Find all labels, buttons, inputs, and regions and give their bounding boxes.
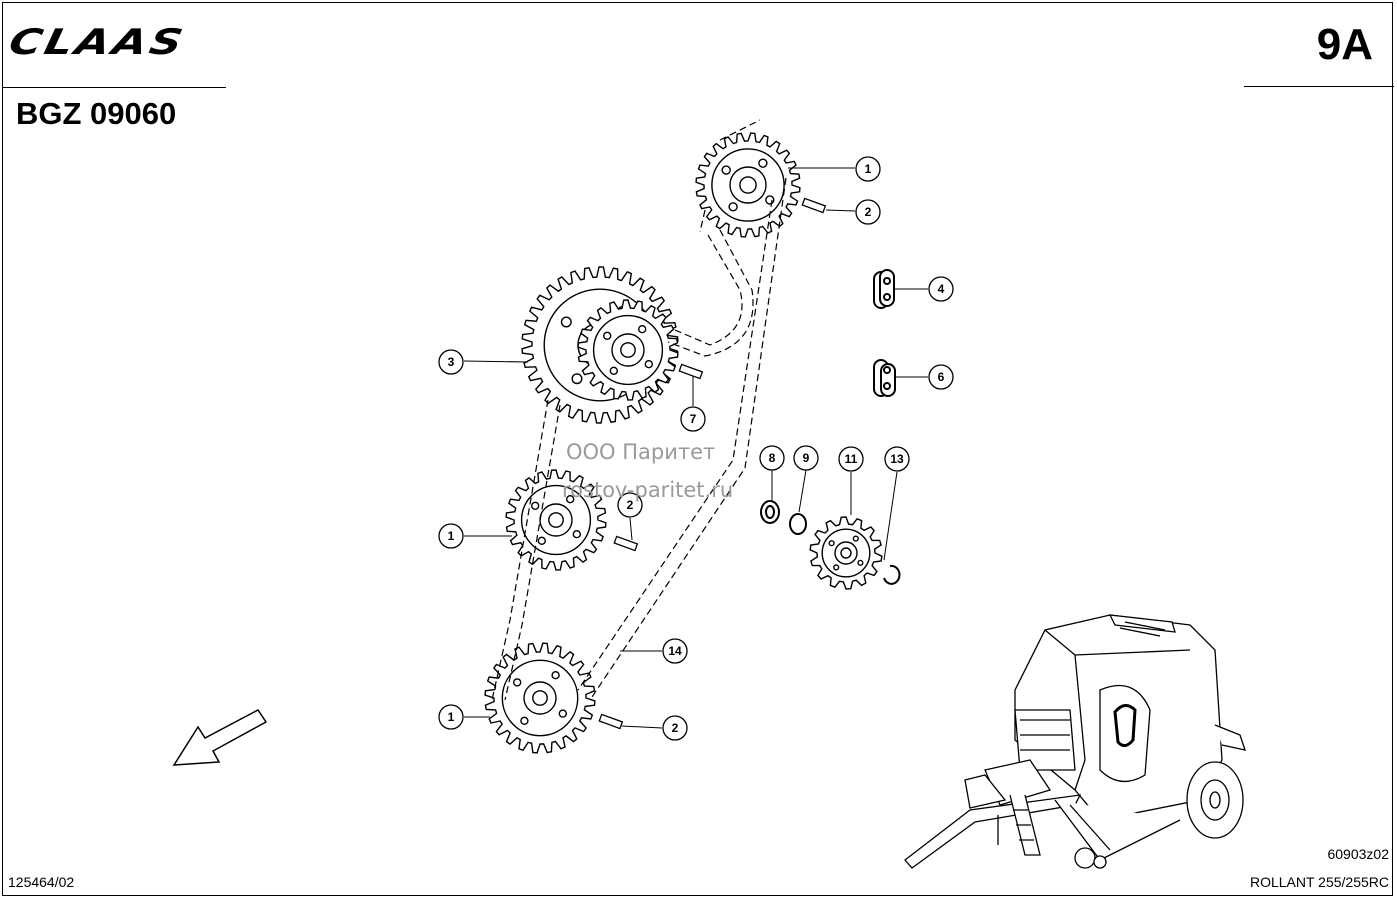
callout-label: 1 <box>448 710 455 724</box>
drive-chain <box>491 119 787 701</box>
callout-label: 2 <box>865 205 872 219</box>
callout-c3: 3 <box>438 349 464 375</box>
callout-c9: 9 <box>793 445 819 471</box>
sprocket-1-bottom <box>484 642 596 754</box>
key-pins <box>598 197 827 730</box>
watermark-url: rostov-paritet.ru <box>562 478 734 502</box>
callout-label: 3 <box>448 355 455 369</box>
callout-c11: 11 <box>838 446 864 472</box>
connecting-link-4 <box>873 269 895 309</box>
callout-label: 14 <box>668 644 682 658</box>
callout-label: 13 <box>890 452 904 466</box>
callout-c1b: 1 <box>438 523 464 549</box>
callout-c7: 7 <box>680 406 706 432</box>
callout-c14: 14 <box>662 638 688 664</box>
leader-lines <box>463 167 928 729</box>
callout-c1a: 1 <box>855 156 881 182</box>
washer-8 <box>760 500 780 524</box>
callout-c2b: 2 <box>617 492 643 518</box>
drawing-code: 60903z02 <box>1327 846 1389 862</box>
callout-c13: 13 <box>884 446 910 472</box>
key-pin-2-bottom <box>598 713 624 730</box>
model-code: BGZ 09060 <box>16 96 177 131</box>
offset-link-6 <box>873 359 896 397</box>
circlip-13 <box>883 564 901 585</box>
small-parts <box>760 500 901 585</box>
sheet-number: 9A <box>1316 20 1373 69</box>
header-rule-left <box>2 87 226 88</box>
callout-label: 1 <box>865 162 872 176</box>
baler-overview-sketch <box>904 614 1246 869</box>
sprocket-11 <box>809 516 883 590</box>
callout-label: 2 <box>672 721 679 735</box>
key-pin-2-middle <box>613 535 639 552</box>
document-number: 125464/02 <box>8 874 75 890</box>
callout-label: 4 <box>938 282 945 296</box>
callout-label: 7 <box>690 412 697 426</box>
circlip-9 <box>789 513 807 535</box>
callout-label: 11 <box>845 452 858 466</box>
callout-c2a: 2 <box>855 199 881 225</box>
callout-label: 1 <box>448 529 455 543</box>
sprocket-1-top <box>695 132 801 238</box>
header-rule-right <box>1244 86 1394 87</box>
key-pin-2-top <box>801 197 827 214</box>
callout-c2c: 2 <box>662 715 688 741</box>
callout-label: 2 <box>627 498 634 512</box>
key-pin-7 <box>678 363 704 380</box>
sprocket-3-small <box>577 299 679 401</box>
callout-label: 9 <box>803 451 810 465</box>
watermark-company: ООО Паритет <box>566 440 716 464</box>
callout-c6: 6 <box>928 364 954 390</box>
chain-links <box>873 269 896 397</box>
machine-model: ROLLANT 255/255RC <box>1249 874 1389 890</box>
callout-c8: 8 <box>759 445 785 471</box>
callout-label: 8 <box>769 451 776 465</box>
sprocket-1-middle <box>505 469 607 571</box>
callout-c1c: 1 <box>438 704 464 730</box>
callout-label: 6 <box>938 370 945 384</box>
callout-c4: 4 <box>928 276 954 302</box>
direction-arrow <box>172 709 268 766</box>
